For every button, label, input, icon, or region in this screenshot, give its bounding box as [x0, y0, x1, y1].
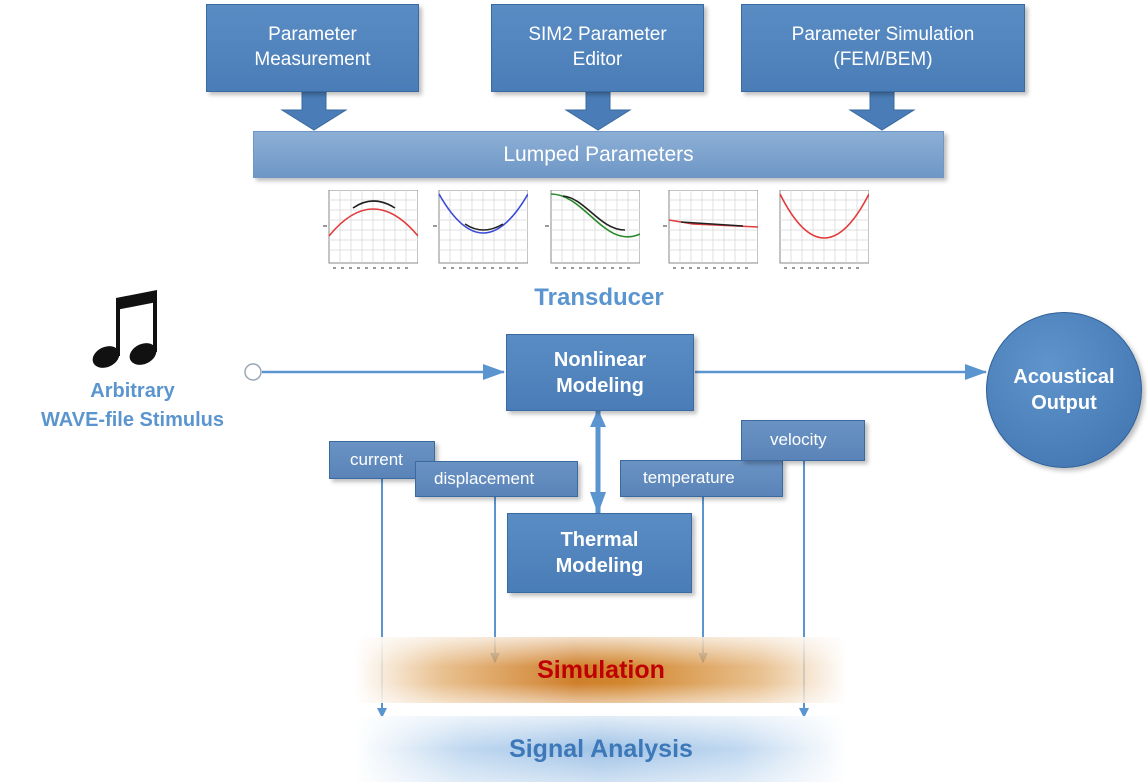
thermal-modeling-box[interactable]: Thermal Modeling [507, 513, 692, 593]
parameter-simulation-fem-bem-box[interactable]: Parameter Simulation (FEM/BEM) [741, 4, 1025, 92]
lumped-parameters-bar[interactable]: Lumped Parameters [253, 131, 944, 178]
transducer-label: Transducer [534, 284, 664, 311]
displacement-signal-tag[interactable]: displacement [415, 461, 578, 497]
arrow-editor-to-lumped [564, 91, 632, 131]
parameter-curve-plot [774, 190, 869, 270]
signal-analysis-band: Signal Analysis [355, 716, 847, 782]
nonlinear-modeling-box[interactable]: Nonlinear Modeling [506, 334, 694, 411]
arrow-fem-to-lumped [848, 91, 916, 131]
parameter-curve-plot [433, 190, 528, 270]
velocity-signal-tag[interactable]: velocity [741, 420, 865, 461]
parameter-curve-plot [323, 190, 418, 270]
music-note-icon [92, 290, 157, 368]
parameter-curve-plot [545, 190, 640, 270]
simulation-label: Simulation [537, 655, 665, 684]
sim2-parameter-editor-box[interactable]: SIM2 Parameter Editor [491, 4, 704, 92]
parameter-measurement-box[interactable]: Parameter Measurement [206, 4, 419, 92]
parameter-curve-plot [663, 190, 758, 270]
simulation-band: Simulation [355, 637, 847, 703]
arrow-measurement-to-lumped [280, 91, 348, 131]
input-port-icon[interactable] [244, 363, 262, 381]
signal-analysis-label: Signal Analysis [509, 734, 693, 763]
acoustical-output-node[interactable]: Acoustical Output [986, 312, 1142, 468]
stimulus-label: Arbitrary WAVE-file Stimulus [41, 380, 224, 431]
temperature-signal-tag[interactable]: temperature [620, 460, 783, 497]
